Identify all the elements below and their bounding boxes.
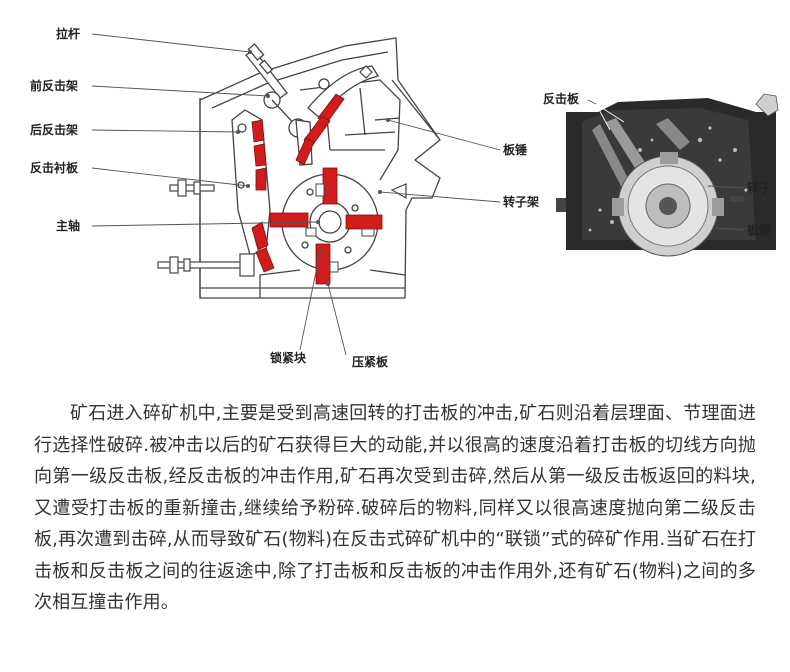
impact-plate-1 xyxy=(592,124,630,188)
rear-liner-1 xyxy=(251,119,265,143)
blow-bar-left xyxy=(269,212,309,228)
label-pull-rod: 拉杆 xyxy=(56,27,81,41)
front-liner-3 xyxy=(295,137,315,166)
label-blow-bar: 板锤 xyxy=(503,143,528,157)
rotor-photo-diagram xyxy=(556,92,779,257)
main-shaft xyxy=(318,210,342,234)
label-main-shaft: 主轴 xyxy=(56,219,81,233)
label-blow-bar-right: 板锤 xyxy=(747,223,772,237)
rear-liner-5 xyxy=(255,247,275,273)
label-rotor-frame: 转子架 xyxy=(503,195,540,209)
pull-rod xyxy=(245,49,288,99)
blow-bar-right xyxy=(345,214,383,230)
impact-crusher-section-diagram xyxy=(91,33,779,356)
description-paragraph: 矿石进入碎矿机中,主要是受到高速回转的打击板的冲击,矿石则沿着层理面、节理面进行… xyxy=(34,403,756,613)
blow-bar-top xyxy=(322,167,338,205)
label-impact-plate: 反击板 xyxy=(543,92,580,106)
rear-liner-4 xyxy=(251,221,269,251)
lock-block xyxy=(315,183,325,197)
label-liner: 反击衬板 xyxy=(30,161,79,175)
label-front-rack: 前反击架 xyxy=(30,79,79,93)
rear-liner-2 xyxy=(253,143,267,167)
label-rear-rack: 后反击架 xyxy=(30,123,79,137)
rear-liner-3 xyxy=(255,167,267,191)
label-press-plate: 压紧板 xyxy=(352,355,389,369)
impact-plate-2 xyxy=(606,118,650,176)
label-rotor: 转子 xyxy=(747,181,772,195)
label-lock-block: 锁紧块 xyxy=(270,351,307,365)
crusher-housing xyxy=(199,37,441,299)
blow-bar-bottom xyxy=(315,243,331,285)
